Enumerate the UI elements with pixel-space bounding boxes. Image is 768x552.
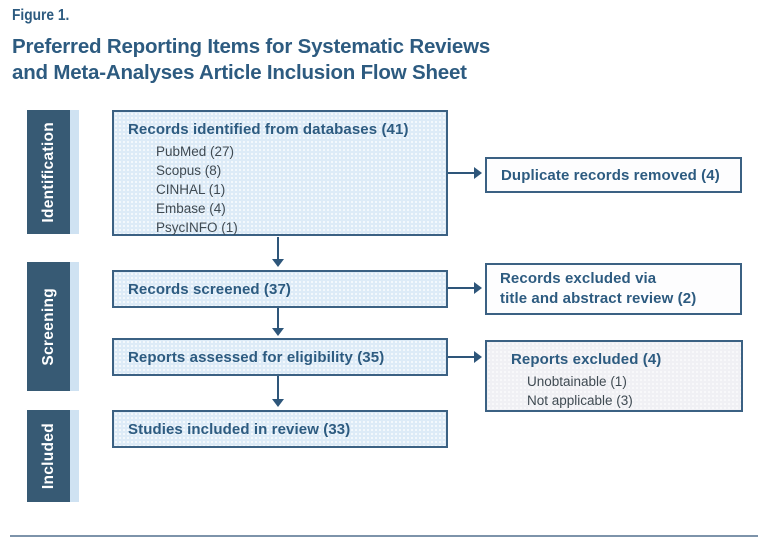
arrow-down-icon — [272, 259, 284, 267]
arrow-line — [277, 376, 279, 400]
stage-strip — [70, 262, 79, 391]
list-item: Unobtainable (1) — [527, 374, 627, 389]
database-list: PubMed (27) Scopus (8) CINHAL (1) Embase… — [156, 142, 432, 237]
arrow-line — [448, 172, 475, 174]
box-records-excluded-line2: title and abstract review (2) — [500, 290, 697, 307]
box-duplicates-removed: Duplicate records removed (4) — [485, 157, 742, 193]
box-records-screened: Records screened (37) — [112, 270, 448, 308]
figure-title-line1: Preferred Reporting Items for Systematic… — [12, 35, 491, 58]
arrow-right-icon — [474, 351, 482, 363]
stage-bar: Included — [27, 410, 70, 502]
arrow-down-icon — [272, 328, 284, 336]
box-studies-included: Studies included in review (33) — [112, 410, 448, 448]
box-records-identified-title: Records identified from databases (41) — [128, 121, 409, 138]
excluded-list: Unobtainable (1) Not applicable (3) — [527, 372, 741, 410]
arrow-line — [448, 287, 475, 289]
stage-label-identification: Identification — [39, 121, 57, 223]
stage-strip — [70, 410, 79, 502]
arrow-right-icon — [474, 167, 482, 179]
box-records-excluded-line1: Records excluded via — [500, 270, 657, 287]
stage-identification: Identification — [27, 110, 79, 234]
list-item: PsycINFO (1) — [156, 220, 238, 235]
box-records-excluded: Records excluded via title and abstract … — [485, 263, 742, 315]
stage-strip — [70, 110, 79, 234]
figure-title-line2: and Meta-Analyses Article Inclusion Flow… — [12, 61, 467, 84]
box-records-identified: Records identified from databases (41) P… — [112, 110, 448, 236]
box-reports-excluded-title: Reports excluded (4) — [511, 351, 662, 368]
bottom-divider — [10, 535, 758, 537]
stage-label-included: Included — [39, 422, 57, 490]
stage-included: Included — [27, 410, 79, 502]
arrow-line — [448, 356, 475, 358]
box-reports-assessed-title: Reports assessed for eligibility (35) — [128, 348, 385, 366]
list-item: Not applicable (3) — [527, 393, 633, 408]
box-records-screened-title: Records screened (37) — [128, 280, 292, 298]
arrow-line — [277, 308, 279, 329]
stage-bar: Screening — [27, 262, 70, 391]
list-item: PubMed (27) — [156, 144, 235, 159]
figure-label: Figure 1. — [12, 7, 70, 24]
box-reports-assessed: Reports assessed for eligibility (35) — [112, 338, 448, 376]
list-item: Scopus (8) — [156, 163, 222, 178]
stage-label-screening: Screening — [39, 287, 57, 366]
stage-screening: Screening — [27, 262, 79, 391]
arrow-line — [277, 237, 279, 260]
arrow-right-icon — [474, 282, 482, 294]
figure-title: Preferred Reporting Items for Systematic… — [12, 34, 490, 86]
arrow-down-icon — [272, 399, 284, 407]
stage-bar: Identification — [27, 110, 70, 234]
list-item: CINHAL (1) — [156, 182, 226, 197]
list-item: Embase (4) — [156, 201, 226, 216]
box-studies-included-title: Studies included in review (33) — [128, 420, 351, 438]
box-reports-excluded: Reports excluded (4) Unobtainable (1) No… — [485, 340, 743, 412]
box-duplicates-removed-title: Duplicate records removed (4) — [501, 166, 720, 184]
